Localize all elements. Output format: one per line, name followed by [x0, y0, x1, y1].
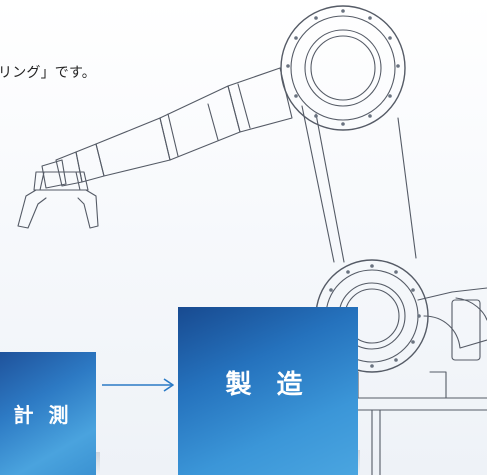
- process-measure-label: 計 測: [13, 403, 73, 427]
- process-manufacture-box: 製 造: [178, 307, 358, 475]
- robot-shoulder-joint: [280, 5, 406, 131]
- process-measure-box: 計 測: [0, 352, 96, 475]
- arrow-right-icon: [102, 378, 174, 392]
- headline-text: リング」です。: [0, 65, 96, 81]
- process-manufacture-label: 製 造: [225, 369, 311, 400]
- robot-vertical-link: [301, 105, 417, 263]
- robot-gripper: [17, 151, 99, 229]
- robot-forearm: [75, 67, 293, 183]
